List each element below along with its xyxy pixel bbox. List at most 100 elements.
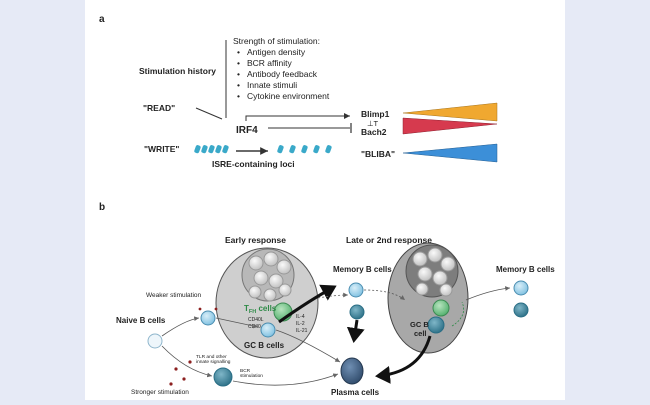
memory-b-cell-dark	[349, 304, 365, 320]
gc-b-cell-late-line1: GC B	[410, 320, 429, 329]
gc-b-cell-late-line2: cell	[414, 329, 427, 338]
bcr-line1: BCR	[240, 368, 251, 374]
gc-cell	[278, 283, 292, 297]
gc-cell	[253, 270, 269, 286]
late-gc-to-memory-arrow	[465, 286, 511, 301]
stronger-stimulation-label: Stronger stimulation	[131, 389, 189, 396]
locus-icon	[201, 145, 208, 154]
late-response-label: Late or 2nd response	[346, 235, 432, 245]
bliba-label: "BLIBA"	[361, 149, 395, 159]
gc-to-plasma-thin-arrow	[275, 329, 341, 363]
memory-b-cells-center-label: Memory B cells	[333, 265, 392, 274]
strength-item-antibody-feedback: Antibody feedback	[247, 69, 318, 79]
strength-bullet: •	[237, 47, 240, 57]
blimp1-label: Blimp1	[361, 109, 390, 119]
locus-icon	[222, 145, 229, 154]
locus-icon	[289, 145, 296, 154]
gc-cell	[440, 256, 456, 272]
figure-panel	[85, 0, 565, 400]
gc-cell	[263, 288, 277, 302]
strength-bullet: •	[237, 80, 240, 90]
late-gc-to-plasma-thick-arrow	[375, 335, 432, 384]
tfh-prefix: T	[244, 304, 249, 313]
memory-b-cell-dark-right	[513, 302, 529, 318]
gc-cell	[432, 270, 448, 286]
stimulus-dot	[169, 382, 173, 386]
gc-cell	[415, 282, 429, 296]
late-gc-cell-cluster	[412, 247, 456, 297]
plasma-cells-label: Plasma cells	[331, 388, 380, 397]
strength-bullet: •	[237, 91, 240, 101]
stimulus-dot	[174, 367, 178, 371]
panel-b: b Early response Late or 2nd response TF…	[99, 202, 555, 397]
memory-b-cell-light-right	[513, 280, 529, 296]
gc-cell	[439, 283, 453, 297]
gc-to-memory-thick-arrow	[278, 284, 337, 324]
stimulus-dot	[182, 377, 186, 381]
strength-item-antigen-density: Antigen density	[247, 47, 306, 57]
strength-item-bcr-affinity: BCR affinity	[247, 58, 292, 68]
strong-to-plasma-arrow	[232, 373, 339, 386]
gc-b-cells-label: GC B cells	[244, 341, 285, 350]
memory-to-plasma-thick-arrow	[346, 319, 365, 343]
stimulation-history-label: Stimulation history	[139, 66, 216, 76]
strength-item-cytokine-environment: Cytokine environment	[247, 91, 330, 101]
naive-to-weak-arrow	[161, 316, 200, 337]
gc-cell	[248, 285, 262, 299]
tfh-cell-late	[432, 299, 450, 317]
panel-a: a Strength of stimulation: • Antigen den…	[99, 14, 498, 169]
early-response-label: Early response	[225, 235, 286, 245]
strength-bullet: •	[237, 69, 240, 79]
memory-to-late-gc-arrow	[363, 289, 406, 301]
panel-a-letter: a	[99, 14, 105, 25]
isre-loci-right	[277, 145, 332, 154]
locus-icon	[313, 145, 320, 154]
blimp1-gradient-wedge	[402, 102, 498, 122]
stimulus-dot	[198, 307, 202, 311]
strength-header: Strength of stimulation:	[233, 36, 320, 46]
naive-b-cell	[147, 333, 163, 349]
gc-cell	[417, 266, 433, 282]
memory-b-cells-right-label: Memory B cells	[496, 265, 555, 274]
panel-b-letter: b	[99, 202, 105, 213]
stimulus-dot	[214, 307, 218, 311]
early-gc-cell-cluster	[248, 251, 292, 302]
locus-icon	[208, 145, 215, 154]
tfh-label: TFH cells	[244, 304, 277, 315]
isre-loci-left	[194, 145, 229, 154]
gc-to-memory-dashed-arrow	[317, 292, 349, 299]
strongly-stimulated-b-cell	[213, 367, 233, 387]
gc-b-cell-early	[260, 322, 276, 338]
tlr-line2: innate signalling	[196, 359, 231, 365]
strength-list: • Antigen density • BCR affinity • Antib…	[237, 47, 330, 101]
read-connector	[195, 107, 223, 120]
late-gc-cycling-arrow	[451, 301, 465, 327]
il21-label: IL-21	[296, 328, 308, 334]
tfh-subscript: FH	[249, 309, 256, 315]
strength-bullet: •	[237, 58, 240, 68]
write-label: "WRITE"	[144, 144, 179, 154]
gc-cell	[427, 247, 443, 263]
strength-item-innate-stimuli: Innate stimuli	[247, 80, 297, 90]
irf4-label: IRF4	[236, 125, 258, 136]
weaker-stimulation-label: Weaker stimulation	[146, 292, 202, 299]
innate-stimuli-dots	[169, 307, 218, 386]
locus-icon	[301, 145, 308, 154]
locus-icon	[277, 145, 284, 154]
il2-label: IL-2	[296, 321, 305, 327]
tfh-suffix: cells	[256, 304, 277, 313]
mutual-inhibition-symbol: ⊥T	[367, 119, 379, 128]
bach2-gradient-wedge	[402, 117, 498, 135]
irf4-to-blimp1-arrow	[245, 113, 350, 121]
naive-to-strong-arrow	[161, 345, 213, 378]
weak-to-gc-arrow	[215, 317, 259, 329]
isre-loci-label: ISRE-containing loci	[212, 159, 295, 169]
gc-cell	[263, 251, 279, 267]
gc-cell	[248, 255, 264, 271]
read-label: "READ"	[143, 103, 175, 113]
il4-label: IL-4	[296, 314, 305, 320]
gc-b-cell-late	[427, 316, 445, 334]
weakly-stimulated-b-cell	[200, 310, 216, 326]
plasma-cell	[340, 357, 364, 385]
